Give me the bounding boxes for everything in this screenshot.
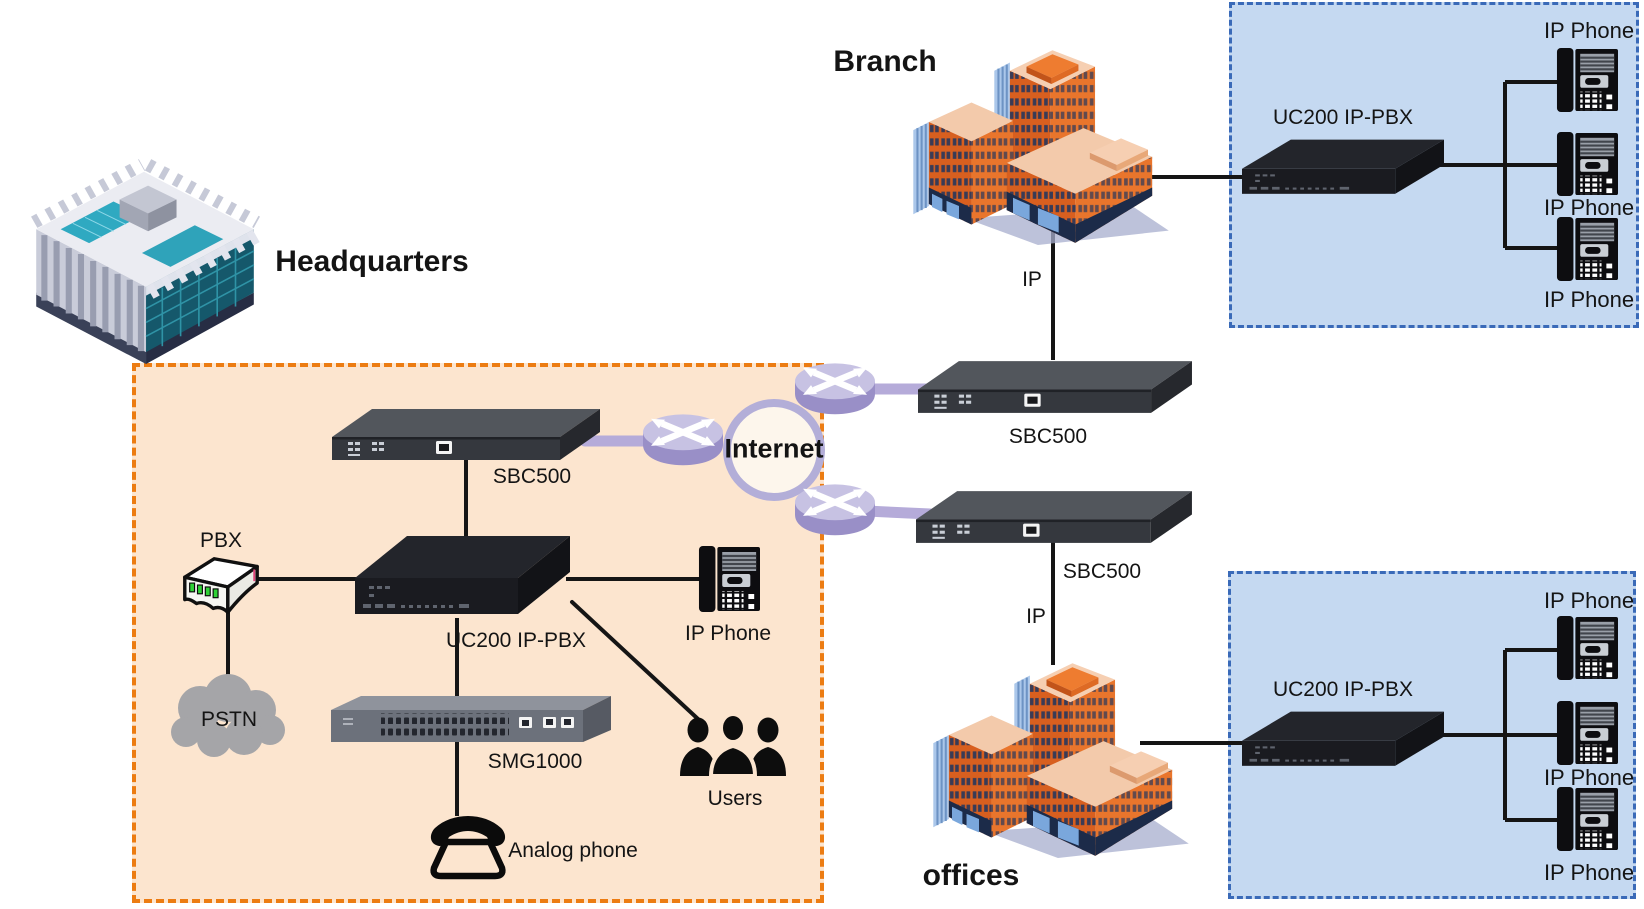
offices-ip-phone-icon-1 <box>1556 615 1618 681</box>
users-label: Users <box>707 787 763 810</box>
hq-sbc500-label: SBC500 <box>492 465 572 488</box>
offices-ip-phone-icon-3 <box>1556 786 1618 852</box>
branch-uc200-device-icon <box>1242 139 1444 194</box>
pbx-label: PBX <box>199 529 243 552</box>
smg1000-device-icon <box>331 696 611 742</box>
branch-ip-phone-label-2: IP Phone <box>1543 195 1635 220</box>
branch-ip-phone-label-1: IP Phone <box>1543 18 1635 43</box>
headquarters-building-icon <box>34 165 258 364</box>
offices-ip-phone-label-3: IP Phone <box>1543 860 1635 885</box>
offices-sbc500-label: SBC500 <box>1062 560 1142 583</box>
hq-uc200-label: UC200 IP-PBX <box>445 629 587 652</box>
branch-uc200-label: UC200 IP-PBX <box>1272 106 1414 129</box>
line-uc200-users <box>570 600 700 721</box>
offices-building-icon <box>932 662 1190 859</box>
offices-uc200-label: UC200 IP-PBX <box>1272 678 1414 701</box>
smg1000-label: SMG1000 <box>487 750 583 773</box>
internet-circle <box>723 399 825 501</box>
headquarters-label: Headquarters <box>275 245 469 278</box>
analog-phone-label: Analog phone <box>508 839 638 862</box>
branch-label: Branch <box>833 45 937 78</box>
analog-phone-icon <box>431 816 505 876</box>
pbx-icon <box>183 557 259 614</box>
branch-sbc500-label: SBC500 <box>1008 425 1088 448</box>
offices-ip-phone-label-1: IP Phone <box>1543 588 1635 613</box>
hq-ip-phone-label: IP Phone <box>684 622 772 645</box>
offices-uc200-device-icon <box>1242 711 1444 766</box>
branch-ip-phone-icon-1 <box>1556 47 1618 113</box>
offices-router-icon <box>795 484 875 535</box>
offices-ip-label: IP <box>1026 605 1046 628</box>
offices-ip-phone-label-2: IP Phone <box>1543 765 1635 790</box>
pstn-label: PSTN <box>200 708 258 731</box>
offices-label: offices <box>922 859 1020 892</box>
users-icon <box>678 712 788 776</box>
branch-building-icon <box>912 49 1170 246</box>
branch-ip-phone-icon-3 <box>1556 216 1618 282</box>
internet-label: Internet <box>724 433 824 464</box>
offices-ip-phone-icon-2 <box>1556 700 1618 766</box>
hq-router-icon <box>643 414 723 465</box>
hq-uc200-device-icon <box>355 536 570 614</box>
hq-ip-phone-icon <box>698 545 760 613</box>
branch-ip-phone-icon-2 <box>1556 131 1618 197</box>
branch-router-icon <box>795 363 875 414</box>
branch-ip-phone-label-3: IP Phone <box>1543 287 1635 312</box>
offices-sbc500-device-icon <box>916 491 1192 543</box>
branch-ip-label: IP <box>1022 268 1042 291</box>
branch-sbc500-device-icon <box>918 361 1192 413</box>
hq-sbc500-device-icon <box>332 409 600 460</box>
